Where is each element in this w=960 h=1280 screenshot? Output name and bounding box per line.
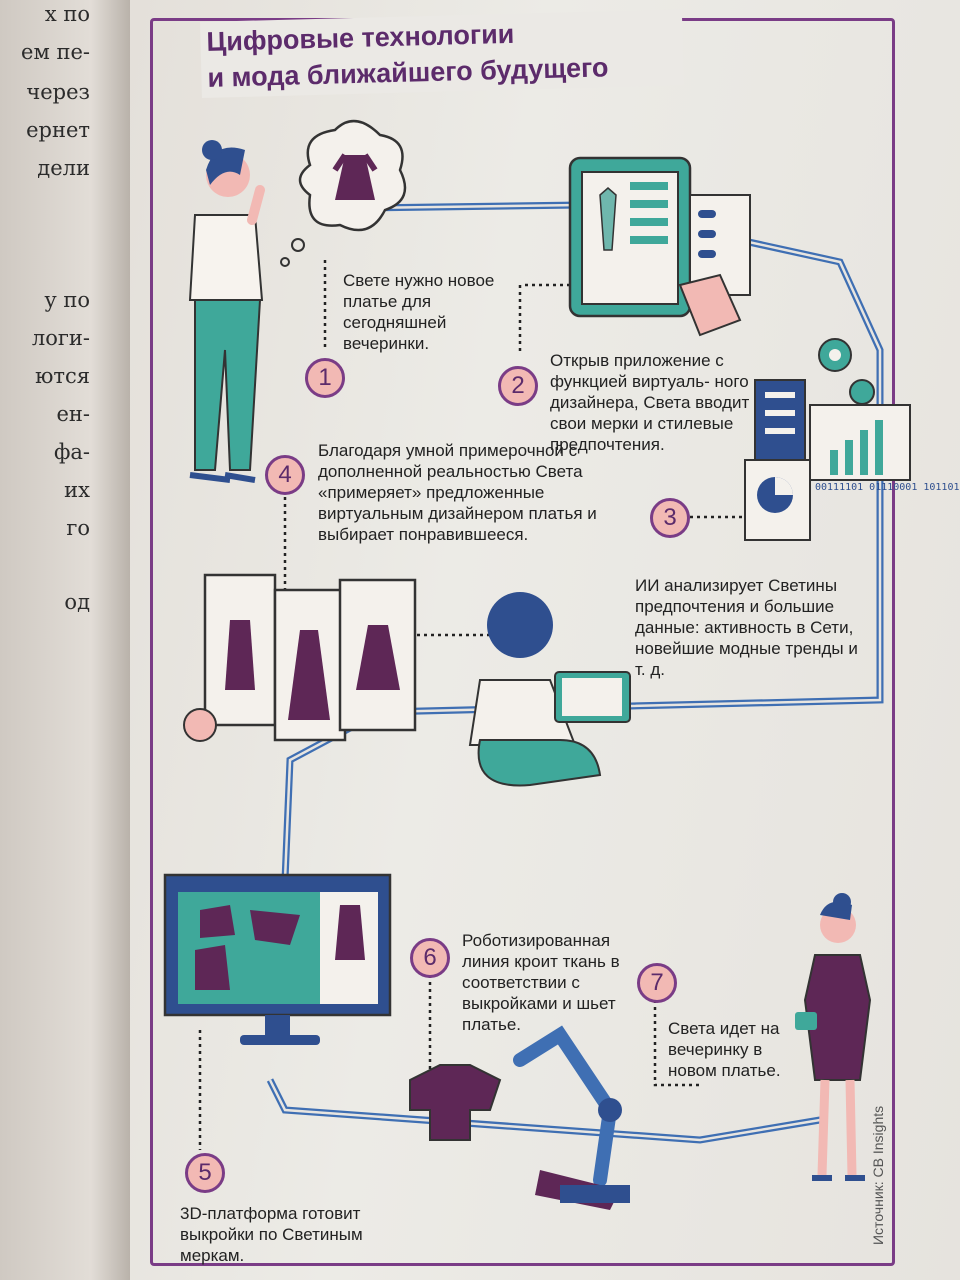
step-7-caption: Света идет на вечеринку в новом платье. — [668, 1019, 781, 1080]
step-7-badge: 7 — [637, 963, 677, 1003]
left-page: х по ем пе- через ернет дели у по логи- … — [0, 0, 130, 1280]
step-4-badge: 4 — [265, 455, 305, 495]
left-page-line: дели — [37, 156, 90, 180]
left-page-line: их — [64, 478, 90, 502]
girl-in-dress-illustration — [795, 893, 872, 1181]
step-5-caption: 3D-платформа готовит выкройки по Светины… — [180, 1204, 363, 1265]
ai-data-illustration — [744, 338, 911, 541]
left-page-line: через — [26, 80, 90, 104]
step-1-caption: Свете нужно новое платье для сегодняшней… — [343, 271, 495, 353]
step-5-badge: 5 — [185, 1153, 225, 1193]
robot-line-illustration — [409, 1025, 630, 1210]
tablet-illustration — [568, 156, 751, 337]
source-credit: Источник: CB Insights — [870, 1105, 886, 1245]
monitor-illustration — [163, 873, 392, 1045]
left-page-line: у по — [44, 288, 90, 312]
left-page-line: ернет — [26, 118, 90, 142]
binary-data-text: 00111101 01110001 10110101 10101010 1011… — [815, 482, 960, 493]
left-page-line: логи- — [31, 326, 90, 350]
left-page-line: ются — [35, 364, 90, 388]
girl-with-tablet-illustration — [468, 592, 631, 787]
step-3-caption: ИИ анализирует Светины предпочтения и бо… — [635, 576, 858, 679]
step-6-caption: Роботизированная линия кроит ткань в соо… — [462, 931, 620, 1034]
left-page-line: ем пе- — [21, 40, 90, 64]
girl-thinking-illustration — [188, 140, 265, 483]
dress-cards-illustration — [183, 573, 417, 742]
left-page-line: х по — [44, 2, 90, 26]
left-page-line: од — [64, 590, 90, 614]
left-page-line: го — [66, 516, 90, 540]
step-4-caption: Благодаря умной примерочной с дополненно… — [318, 441, 597, 544]
step-1-badge: 1 — [305, 358, 345, 398]
step-2-caption: Открыв приложение с функцией виртуаль- н… — [550, 351, 750, 454]
step-2-badge: 2 — [498, 366, 538, 406]
left-page-line: ен- — [56, 402, 90, 426]
step-6-badge: 6 — [410, 938, 450, 978]
leader-lines — [198, 260, 745, 1150]
step-3-badge: 3 — [650, 498, 690, 538]
left-page-line: фа- — [53, 440, 90, 464]
thought-bubble — [280, 120, 407, 267]
